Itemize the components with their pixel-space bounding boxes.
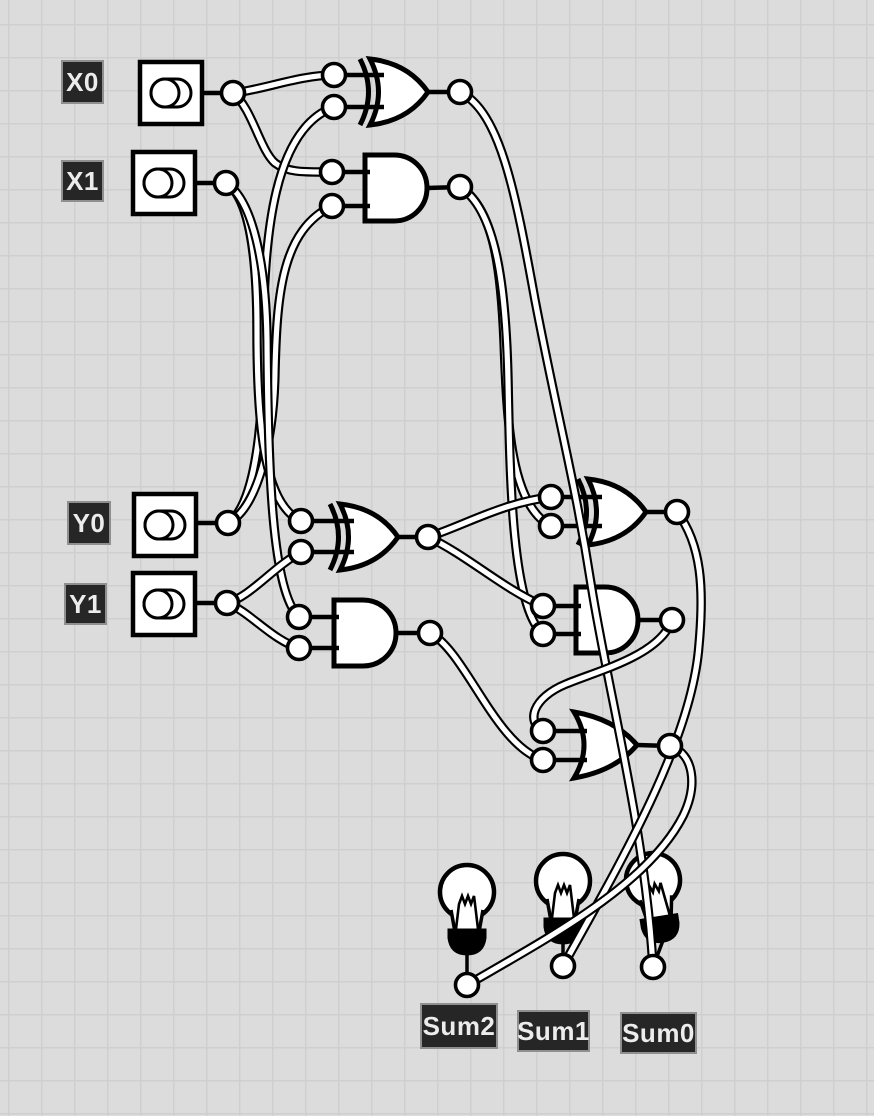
wire-and3-out-to-or1-in-a[interactable] [529, 615, 677, 736]
wire-x0-to-xor1-in-a[interactable] [228, 70, 339, 98]
light-bulb-sum1[interactable] [533, 851, 593, 966]
output-port-and2[interactable] [416, 619, 444, 647]
component-label-sum0[interactable]: Sum0 [620, 1012, 697, 1054]
input-port-and3-a[interactable] [529, 592, 557, 620]
xor-gate-xor1[interactable] [334, 56, 460, 128]
wire-xor3-out-to-sum1[interactable] [558, 507, 706, 971]
switch-output-port-y0[interactable] [214, 509, 242, 537]
bulb-glass-icon [437, 862, 497, 956]
input-port-or1-b[interactable] [529, 746, 557, 774]
bulb-input-port-sum1[interactable] [549, 952, 577, 980]
input-port-xor3-b[interactable] [537, 512, 565, 540]
toggle-switch-y0[interactable] [131, 491, 228, 559]
wire-y0-to-and1-in-b[interactable] [223, 201, 337, 528]
input-port-or1-a[interactable] [529, 717, 557, 745]
component-label-x1[interactable]: X1 [61, 160, 104, 202]
light-bulb-sum2[interactable] [437, 862, 497, 985]
wire-and2-out-to-or1-in-b[interactable] [425, 628, 548, 765]
switch-output-port-x0[interactable] [219, 79, 247, 107]
wire-x1-to-and2-in-a[interactable] [221, 178, 304, 622]
or-gate-or1[interactable] [543, 708, 671, 782]
component-label-sum2[interactable]: Sum2 [420, 1003, 498, 1049]
bulb-input-port-sum2[interactable] [453, 971, 481, 999]
input-port-xor2-a[interactable] [287, 507, 315, 535]
output-port-xor2[interactable] [414, 523, 442, 551]
input-port-xor2-b[interactable] [287, 538, 315, 566]
toggle-knob-icon[interactable] [149, 77, 181, 109]
output-port-or1[interactable] [656, 732, 684, 760]
wire-xor2-out-to-xor3-in-a[interactable] [423, 492, 556, 542]
xor-gate-xor2[interactable] [301, 501, 428, 573]
output-port-and3[interactable] [658, 606, 686, 634]
component-label-x0[interactable]: X0 [61, 60, 104, 104]
toggle-switch-x1[interactable] [130, 149, 226, 217]
component-label-sum1[interactable]: Sum1 [517, 1010, 590, 1052]
component-label-y0[interactable]: Y0 [67, 501, 111, 545]
and-gate-and1[interactable] [332, 152, 461, 224]
wire-x0-to-and1-in-a[interactable] [228, 88, 337, 177]
wire-xor1-out-to-sum0[interactable] [455, 87, 658, 972]
input-port-xor3-a[interactable] [537, 483, 565, 511]
bulb-input-port-sum0[interactable] [639, 953, 667, 981]
input-port-xor1-b[interactable] [320, 93, 348, 121]
toggle-knob-icon[interactable] [142, 167, 174, 199]
switch-output-port-y1[interactable] [213, 589, 241, 617]
toggle-knob-icon[interactable] [142, 588, 174, 620]
wire-or1-out-to-sum2[interactable] [462, 741, 697, 990]
input-port-and2-a[interactable] [285, 603, 313, 631]
input-port-and3-b[interactable] [529, 620, 557, 648]
input-port-and2-b[interactable] [285, 634, 313, 662]
xor-gate-xor3[interactable] [551, 476, 677, 548]
input-port-and1-a[interactable] [318, 158, 346, 186]
bulb-glass-icon [623, 850, 683, 944]
output-port-and1[interactable] [446, 173, 474, 201]
toggle-switch-x0[interactable] [137, 59, 233, 127]
input-port-xor1-a[interactable] [320, 61, 348, 89]
toggle-switch-y1[interactable] [130, 570, 227, 638]
wire-and1-out-to-and3-in-b[interactable] [455, 182, 548, 639]
and-gate-and2[interactable] [299, 597, 430, 669]
output-port-xor1[interactable] [446, 78, 474, 106]
switch-output-port-x1[interactable] [212, 169, 240, 197]
component-label-y1[interactable]: Y1 [64, 583, 107, 625]
output-port-xor3[interactable] [663, 498, 691, 526]
wire-xor2-out-to-and3-in-a[interactable] [423, 532, 548, 611]
input-port-and1-b[interactable] [318, 192, 346, 220]
toggle-knob-icon[interactable] [143, 509, 175, 541]
